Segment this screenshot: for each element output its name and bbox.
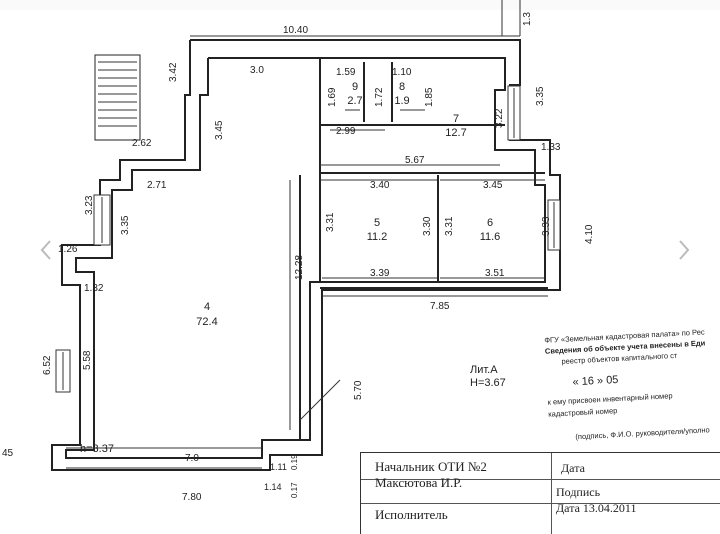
dim-169: 1.69	[327, 87, 338, 107]
room-5-area: 11.2	[367, 231, 388, 243]
dim-185: 1.85	[424, 87, 435, 107]
dim-345b: 3.45	[483, 180, 503, 191]
dim-342: 3.42	[168, 62, 179, 82]
dim-323: 3.23	[84, 195, 95, 215]
dim-322: 3.22	[494, 108, 505, 128]
title-block: Начальник ОТИ №2 Максютова И.Р. Исполнит…	[360, 452, 720, 534]
dim-331: 3.31	[325, 212, 336, 232]
dim-339: 3.39	[370, 268, 390, 279]
dim-70: 7.0	[185, 453, 199, 464]
dim-335: 3.35	[120, 215, 131, 235]
room-7-area: 12.7	[445, 127, 466, 139]
title-block-row	[361, 479, 720, 480]
dim-785: 7.85	[430, 301, 450, 312]
dim-330: 3.30	[422, 216, 433, 236]
h-left-label: h=3.37	[80, 443, 114, 455]
room-6-area: 11.6	[480, 231, 501, 243]
room-6-number: 6	[487, 217, 493, 229]
date-label: Дата	[561, 461, 585, 475]
dim-410: 4.10	[584, 224, 595, 244]
dim-13: 1.3	[522, 12, 533, 26]
room-5-number: 5	[374, 217, 380, 229]
dim-110: 1.10	[392, 67, 412, 78]
dim-333: 3.33	[541, 216, 552, 236]
name-text: Максютова И.Р.	[375, 475, 463, 490]
dim-172: 1.72	[374, 87, 385, 107]
chevron-right-icon	[679, 240, 690, 260]
room-9-number: 9	[352, 81, 358, 93]
executor-text: Исполнитель	[375, 507, 448, 522]
room-9-area: 2.7	[347, 95, 362, 107]
dim-111: 1.11	[270, 462, 287, 472]
prev-arrow-button[interactable]	[34, 238, 58, 262]
dim-126: 1.26	[58, 244, 78, 255]
position-text: Начальник ОТИ №2	[375, 459, 487, 474]
dim-159: 1.59	[336, 67, 356, 78]
cadastral-stamp: ФГУ «Земельная кадастровая палата» по Ре…	[540, 325, 720, 454]
dim-133: 1.33	[541, 142, 561, 153]
dim-114: 1.14	[264, 482, 282, 492]
stamp-line-7: (подпись, Ф.И.О. руководителя/уполно	[575, 425, 710, 442]
room-8-area: 1.9	[394, 95, 409, 107]
dim-132: 1.32	[84, 283, 104, 294]
dim-top-total: 10.40	[283, 25, 308, 36]
signature-label: Подпись	[556, 485, 601, 499]
dim-299: 2.99	[336, 126, 356, 137]
dim-652: 6.52	[42, 355, 53, 375]
date-value: Дата 13.04.2011	[556, 501, 637, 515]
room-8-number: 8	[399, 81, 405, 93]
dim-340: 3.40	[370, 180, 390, 191]
dim-780: 7.80	[182, 492, 202, 503]
dim-335b: 3.35	[535, 86, 546, 106]
dim-345: 3.45	[214, 120, 225, 140]
room-4-area: 72.4	[196, 316, 217, 328]
stamp-line-5: к ему присвоен инвентарный номер	[547, 391, 673, 407]
dim-351: 3.51	[485, 268, 505, 279]
stamp-line-4: « 16 » 05	[572, 373, 619, 389]
room-4-number: 4	[204, 301, 210, 313]
next-arrow-button[interactable]	[672, 238, 696, 262]
dim-3-0: 3.0	[250, 65, 264, 76]
dim-567: 5.67	[405, 155, 425, 166]
room-7-number: 7	[453, 113, 459, 125]
dim-45: 45	[2, 448, 14, 459]
dim-262: 2.62	[132, 138, 152, 149]
dim-1228: 12.28	[294, 255, 305, 280]
title-block-divider	[551, 453, 552, 534]
top-strip	[0, 0, 720, 10]
dim-558: 5.58	[82, 350, 93, 370]
dim-331b: 3.31	[444, 216, 455, 236]
dim-271: 2.71	[147, 180, 167, 191]
lit-label: Лит.А	[470, 364, 498, 376]
chevron-left-icon	[40, 240, 51, 260]
dim-570: 5.70	[353, 380, 364, 400]
height-label: H=3.67	[470, 377, 506, 389]
stamp-line-6: кадастровый номер	[547, 406, 618, 419]
dim-019: 0.19	[290, 454, 299, 470]
dim-017: 0.17	[290, 482, 299, 498]
title-block-row	[361, 503, 720, 504]
